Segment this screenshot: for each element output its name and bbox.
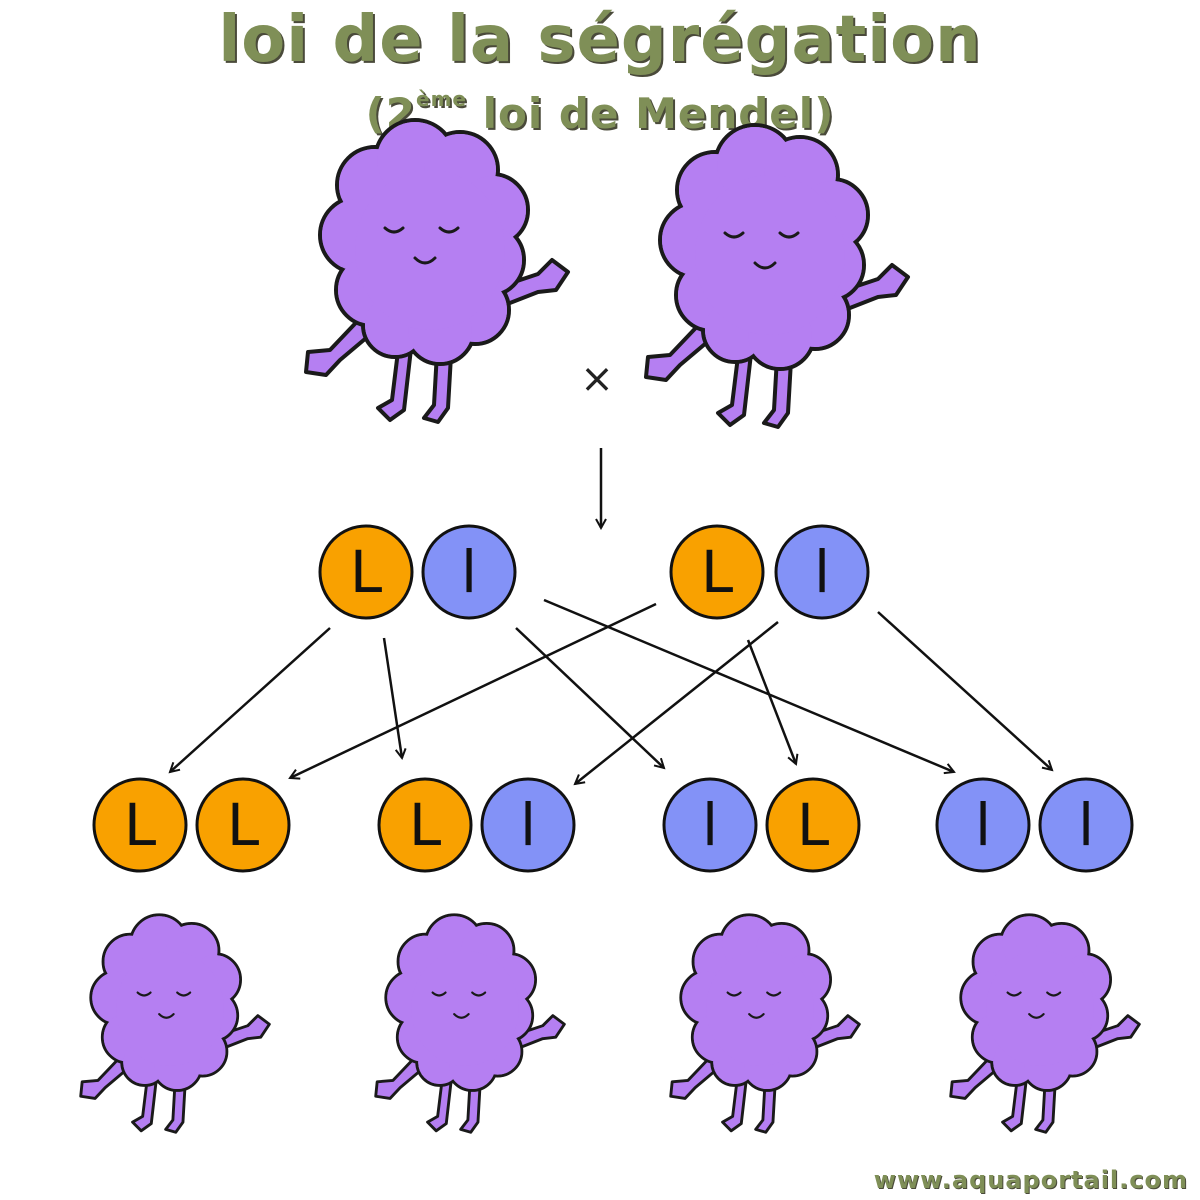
offspring-4-allele-1: l xyxy=(935,777,1031,873)
offspring-3-allele-1: l xyxy=(662,777,758,873)
offspring-2-allele-1: L xyxy=(377,777,473,873)
offspring-organism-4 xyxy=(949,913,1141,1134)
offspring-4-allele-2-letter: l xyxy=(1078,791,1094,859)
offspring-3-allele-2-letter: L xyxy=(797,791,829,859)
offspring-2-allele-2-circle xyxy=(480,777,576,873)
segregation-arrow-2 xyxy=(382,637,402,758)
parent-1-allele-1-letter: L xyxy=(350,538,382,606)
parent-organism-2 xyxy=(644,123,910,429)
segregation-arrows xyxy=(170,598,1052,784)
parent-1-allele-2-circle xyxy=(421,524,517,620)
cross-symbol: × xyxy=(580,356,614,402)
offspring-1-allele-1-letter: L xyxy=(124,791,156,859)
segregation-arrow-7 xyxy=(746,639,796,764)
parent-2-allele-2-circle xyxy=(774,524,870,620)
offspring-2-allele-1-circle xyxy=(377,777,473,873)
offspring-organisms xyxy=(79,913,1141,1134)
segregation-arrow-8 xyxy=(877,611,1052,770)
offspring-1-allele-1-circle xyxy=(92,777,188,873)
offspring-organism-2 xyxy=(374,913,566,1134)
offspring-3-allele-2: L xyxy=(765,777,861,873)
segregation-arrow-3 xyxy=(515,627,664,768)
website-watermark: www.aquaportail.com xyxy=(873,1166,1188,1194)
parent-2-allele-2: l xyxy=(774,524,870,620)
offspring-organism-1 xyxy=(79,913,271,1134)
offspring-3-allele-1-letter: l xyxy=(702,791,718,859)
parent-1-allele-2: l xyxy=(421,524,517,620)
parent-1-allele-1: L xyxy=(318,524,414,620)
parent-2-allele-1-circle xyxy=(669,524,765,620)
offspring-1-allele-2-circle xyxy=(195,777,291,873)
segregation-arrow-6 xyxy=(575,621,779,784)
offspring-organism-3 xyxy=(669,913,861,1134)
subtitle-superscript: ème xyxy=(416,87,467,111)
offspring-4-allele-2-circle xyxy=(1038,777,1134,873)
segregation-arrow-1 xyxy=(170,627,331,772)
offspring-3-allele-1-circle xyxy=(662,777,758,873)
parent-2-allele-1-letter: L xyxy=(701,538,733,606)
parent-organism-1 xyxy=(304,118,570,424)
offspring-2-allele-2-letter: l xyxy=(520,791,536,859)
offspring-1-allele-2: L xyxy=(195,777,291,873)
parent-2-allele-1: L xyxy=(669,524,765,620)
parent-1-allele-2-letter: l xyxy=(461,538,477,606)
parent-2-allele-2-letter: l xyxy=(814,538,830,606)
offspring-4-allele-1-circle xyxy=(935,777,1031,873)
segregation-arrow-4 xyxy=(543,598,954,772)
offspring-3-allele-2-circle xyxy=(765,777,861,873)
segregation-arrow-5 xyxy=(290,602,657,778)
parent-1-allele-1-circle xyxy=(318,524,414,620)
page-title: loi de la ségrégation xyxy=(218,3,982,77)
offspring-1-allele-1: L xyxy=(92,777,188,873)
offspring-2-allele-2: l xyxy=(480,777,576,873)
offspring-2-allele-1-letter: L xyxy=(409,791,441,859)
offspring-4-allele-2: l xyxy=(1038,777,1134,873)
offspring-1-allele-2-letter: L xyxy=(227,791,259,859)
offspring-4-allele-1-letter: l xyxy=(975,791,991,859)
